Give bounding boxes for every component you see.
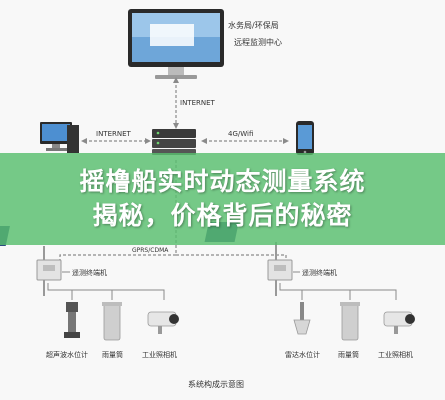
left-device-1-label: 超声波水位计 xyxy=(46,350,88,359)
smartphone-icon xyxy=(296,121,314,155)
left-bus-line xyxy=(47,283,165,300)
left-device-2-label: 雨量筒 xyxy=(102,350,123,359)
banner-title-line1: 摇橹船实时动态测量系统 xyxy=(79,167,366,196)
rain-gauge-icon xyxy=(102,302,122,341)
center-label-line1: 水务局/环保局 xyxy=(228,20,279,30)
right-device-3-label: 工业照相机 xyxy=(378,350,413,359)
rtu-box-icon xyxy=(267,259,293,281)
camera-icon xyxy=(383,311,415,334)
link-4g-label: 4G/Wifi xyxy=(228,130,253,138)
monitor-icon xyxy=(128,9,224,79)
camera-icon xyxy=(147,311,179,334)
radar-sensor-icon xyxy=(293,302,311,335)
desktop-computer-icon xyxy=(40,122,79,153)
ultrasonic-sensor-icon xyxy=(64,302,80,338)
link-gprs-label: GPRS/CDMA xyxy=(132,247,169,254)
right-bus-line xyxy=(279,283,397,300)
link-internet-vertical-label: INTERNET xyxy=(180,99,216,107)
banner-title-line2: 揭秘，价格背后的秘密 xyxy=(92,201,353,230)
server-icon xyxy=(152,129,196,155)
diagram-caption: 系统构成示意图 xyxy=(188,379,244,389)
left-terminal-label: 遥测终端机 xyxy=(72,268,107,277)
rain-gauge-icon xyxy=(340,302,360,341)
left-device-3-label: 工业照相机 xyxy=(142,350,177,359)
title-banner: 摇橹船实时动态测量系统 揭秘，价格背后的秘密 xyxy=(0,153,445,245)
rtu-box-icon xyxy=(36,259,62,281)
right-device-2-label: 雨量筒 xyxy=(338,350,359,359)
right-device-1-label: 雷达水位计 xyxy=(285,350,320,359)
right-terminal-label: 遥测终端机 xyxy=(302,268,337,277)
link-internet-left-label: INTERNET xyxy=(96,130,132,138)
center-label-line2: 远程监测中心 xyxy=(234,37,282,47)
